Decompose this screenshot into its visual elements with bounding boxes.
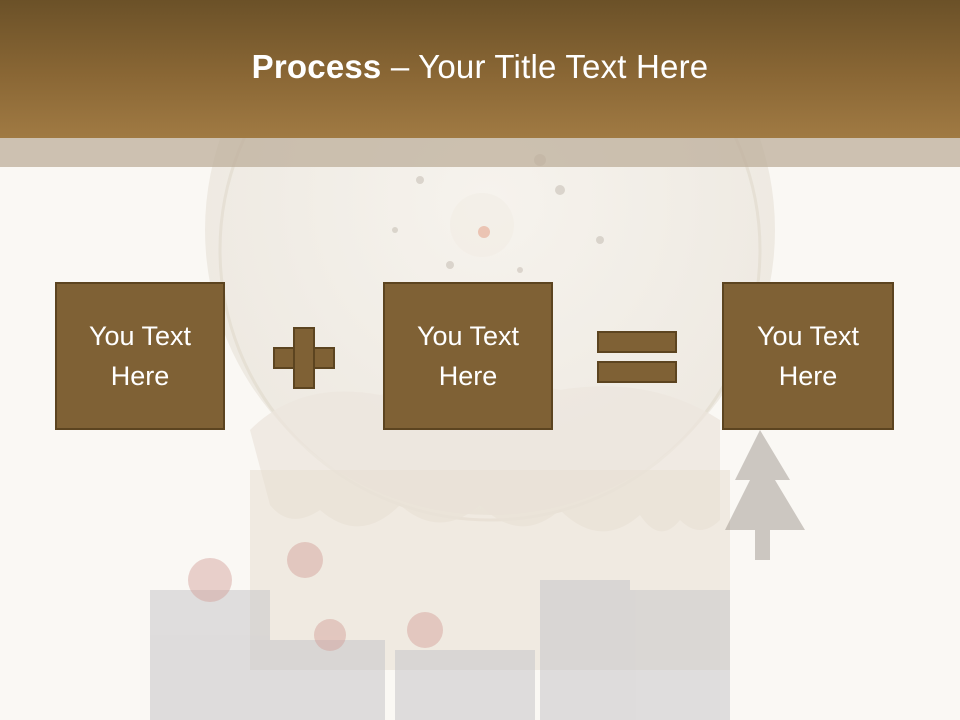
text-box-3[interactable]: You Text Here	[722, 282, 894, 430]
plus-icon	[273, 327, 335, 389]
title-bar: Process – Your Title Text Here	[0, 0, 960, 138]
text-box-1-line-2: Here	[110, 361, 170, 391]
equals-icon-top-bar	[597, 331, 677, 353]
text-box-1-label: You Text Here	[89, 316, 191, 396]
text-box-2-line-2: Here	[438, 361, 498, 391]
equals-icon-bottom-bar	[597, 361, 677, 383]
text-box-1[interactable]: You Text Here	[55, 282, 225, 430]
text-box-2[interactable]: You Text Here	[383, 282, 553, 430]
title-rest: – Your Title Text Here	[381, 48, 709, 85]
text-box-3-label: You Text Here	[757, 316, 859, 396]
equals-icon	[597, 331, 677, 385]
plus-icon-center	[295, 349, 313, 367]
slide-title: Process – Your Title Text Here	[252, 48, 709, 90]
text-box-3-line-1: You Text	[756, 321, 860, 351]
text-box-2-line-1: You Text	[416, 321, 520, 351]
title-bold: Process	[251, 48, 382, 85]
text-box-3-line-2: Here	[778, 361, 838, 391]
text-box-1-line-1: You Text	[88, 321, 192, 351]
title-sub-band	[0, 138, 960, 167]
text-box-2-label: You Text Here	[417, 316, 519, 396]
